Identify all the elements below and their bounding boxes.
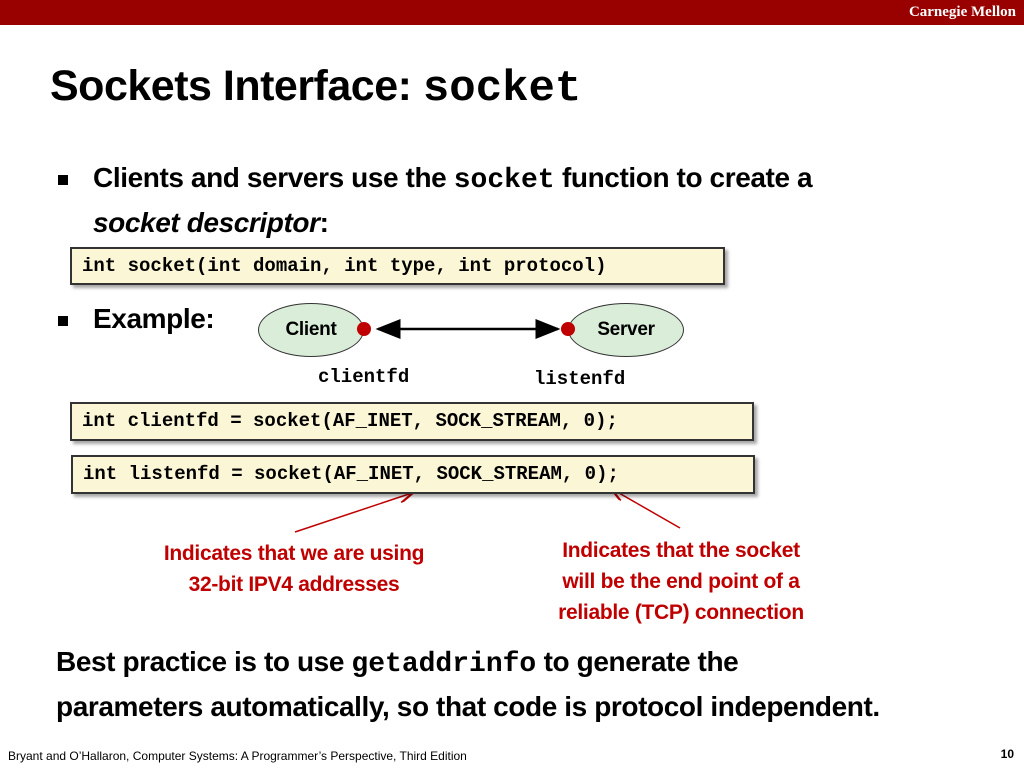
- brand-label: Carnegie Mellon: [908, 4, 1016, 20]
- client-socket-endpoint: [357, 322, 371, 336]
- slide-title: Sockets Interface: socket: [50, 62, 581, 114]
- note-tcp: Indicates that the socket will be the en…: [536, 535, 826, 628]
- footer-citation: Bryant and O’Hallaron, Computer Systems:…: [8, 749, 467, 763]
- server-socket-endpoint: [561, 322, 575, 336]
- listenfd-label: listenfd: [534, 368, 626, 390]
- note-ipv4-line-1: Indicates that we are using: [163, 542, 425, 565]
- note-tcp-line-1: Indicates that the socket: [562, 539, 800, 562]
- example-label: Example:: [93, 303, 215, 334]
- listenfd-code-box: int listenfd = socket(AF_INET, SOCK_STRE…: [71, 455, 755, 494]
- bullet-1-emphasis: socket descriptor: [93, 207, 320, 238]
- clientfd-label: clientfd: [318, 366, 410, 388]
- bullet-1-func: socket: [453, 165, 555, 196]
- clientfd-code-box: int clientfd = socket(AF_INET, SOCK_STRE…: [70, 402, 754, 441]
- note-ipv4: Indicates that we are using 32-bit IPV4 …: [144, 538, 444, 600]
- title-text: Sockets Interface:: [50, 62, 423, 110]
- note-right-pointer: [612, 489, 681, 529]
- best-practice-b: to generate the: [536, 646, 739, 677]
- server-node: Server: [568, 303, 684, 357]
- note-tcp-line-3: reliable (TCP) connection: [558, 601, 804, 624]
- signature-code-box: int socket(int domain, int type, int pro…: [70, 247, 725, 285]
- best-practice-a: Best practice is to use: [56, 646, 352, 677]
- title-function: socket: [422, 64, 582, 114]
- note-left-pointer: [294, 493, 412, 533]
- note-tcp-line-2: will be the end point of a: [562, 570, 800, 593]
- bullet-1-colon: :: [319, 207, 329, 238]
- best-practice-text: Best practice is to use getaddrinfo to g…: [56, 641, 880, 728]
- client-node: Client: [258, 303, 364, 357]
- bullet-1-text-b: function to create a: [554, 162, 813, 193]
- best-practice-line-2: parameters automatically, so that code i…: [56, 691, 880, 722]
- bullet-1-text: Clients and servers use the socket funct…: [93, 157, 813, 244]
- header-bar: Carnegie Mellon: [0, 0, 1024, 25]
- note-ipv4-line-2: 32-bit IPV4 addresses: [188, 573, 400, 596]
- page-number: 10: [1000, 747, 1014, 761]
- best-practice-func: getaddrinfo: [351, 649, 537, 680]
- bullet-marker-1: [58, 175, 68, 185]
- bullet-1-text-a: Clients and servers use the: [93, 162, 454, 193]
- bullet-marker-2: [58, 316, 68, 326]
